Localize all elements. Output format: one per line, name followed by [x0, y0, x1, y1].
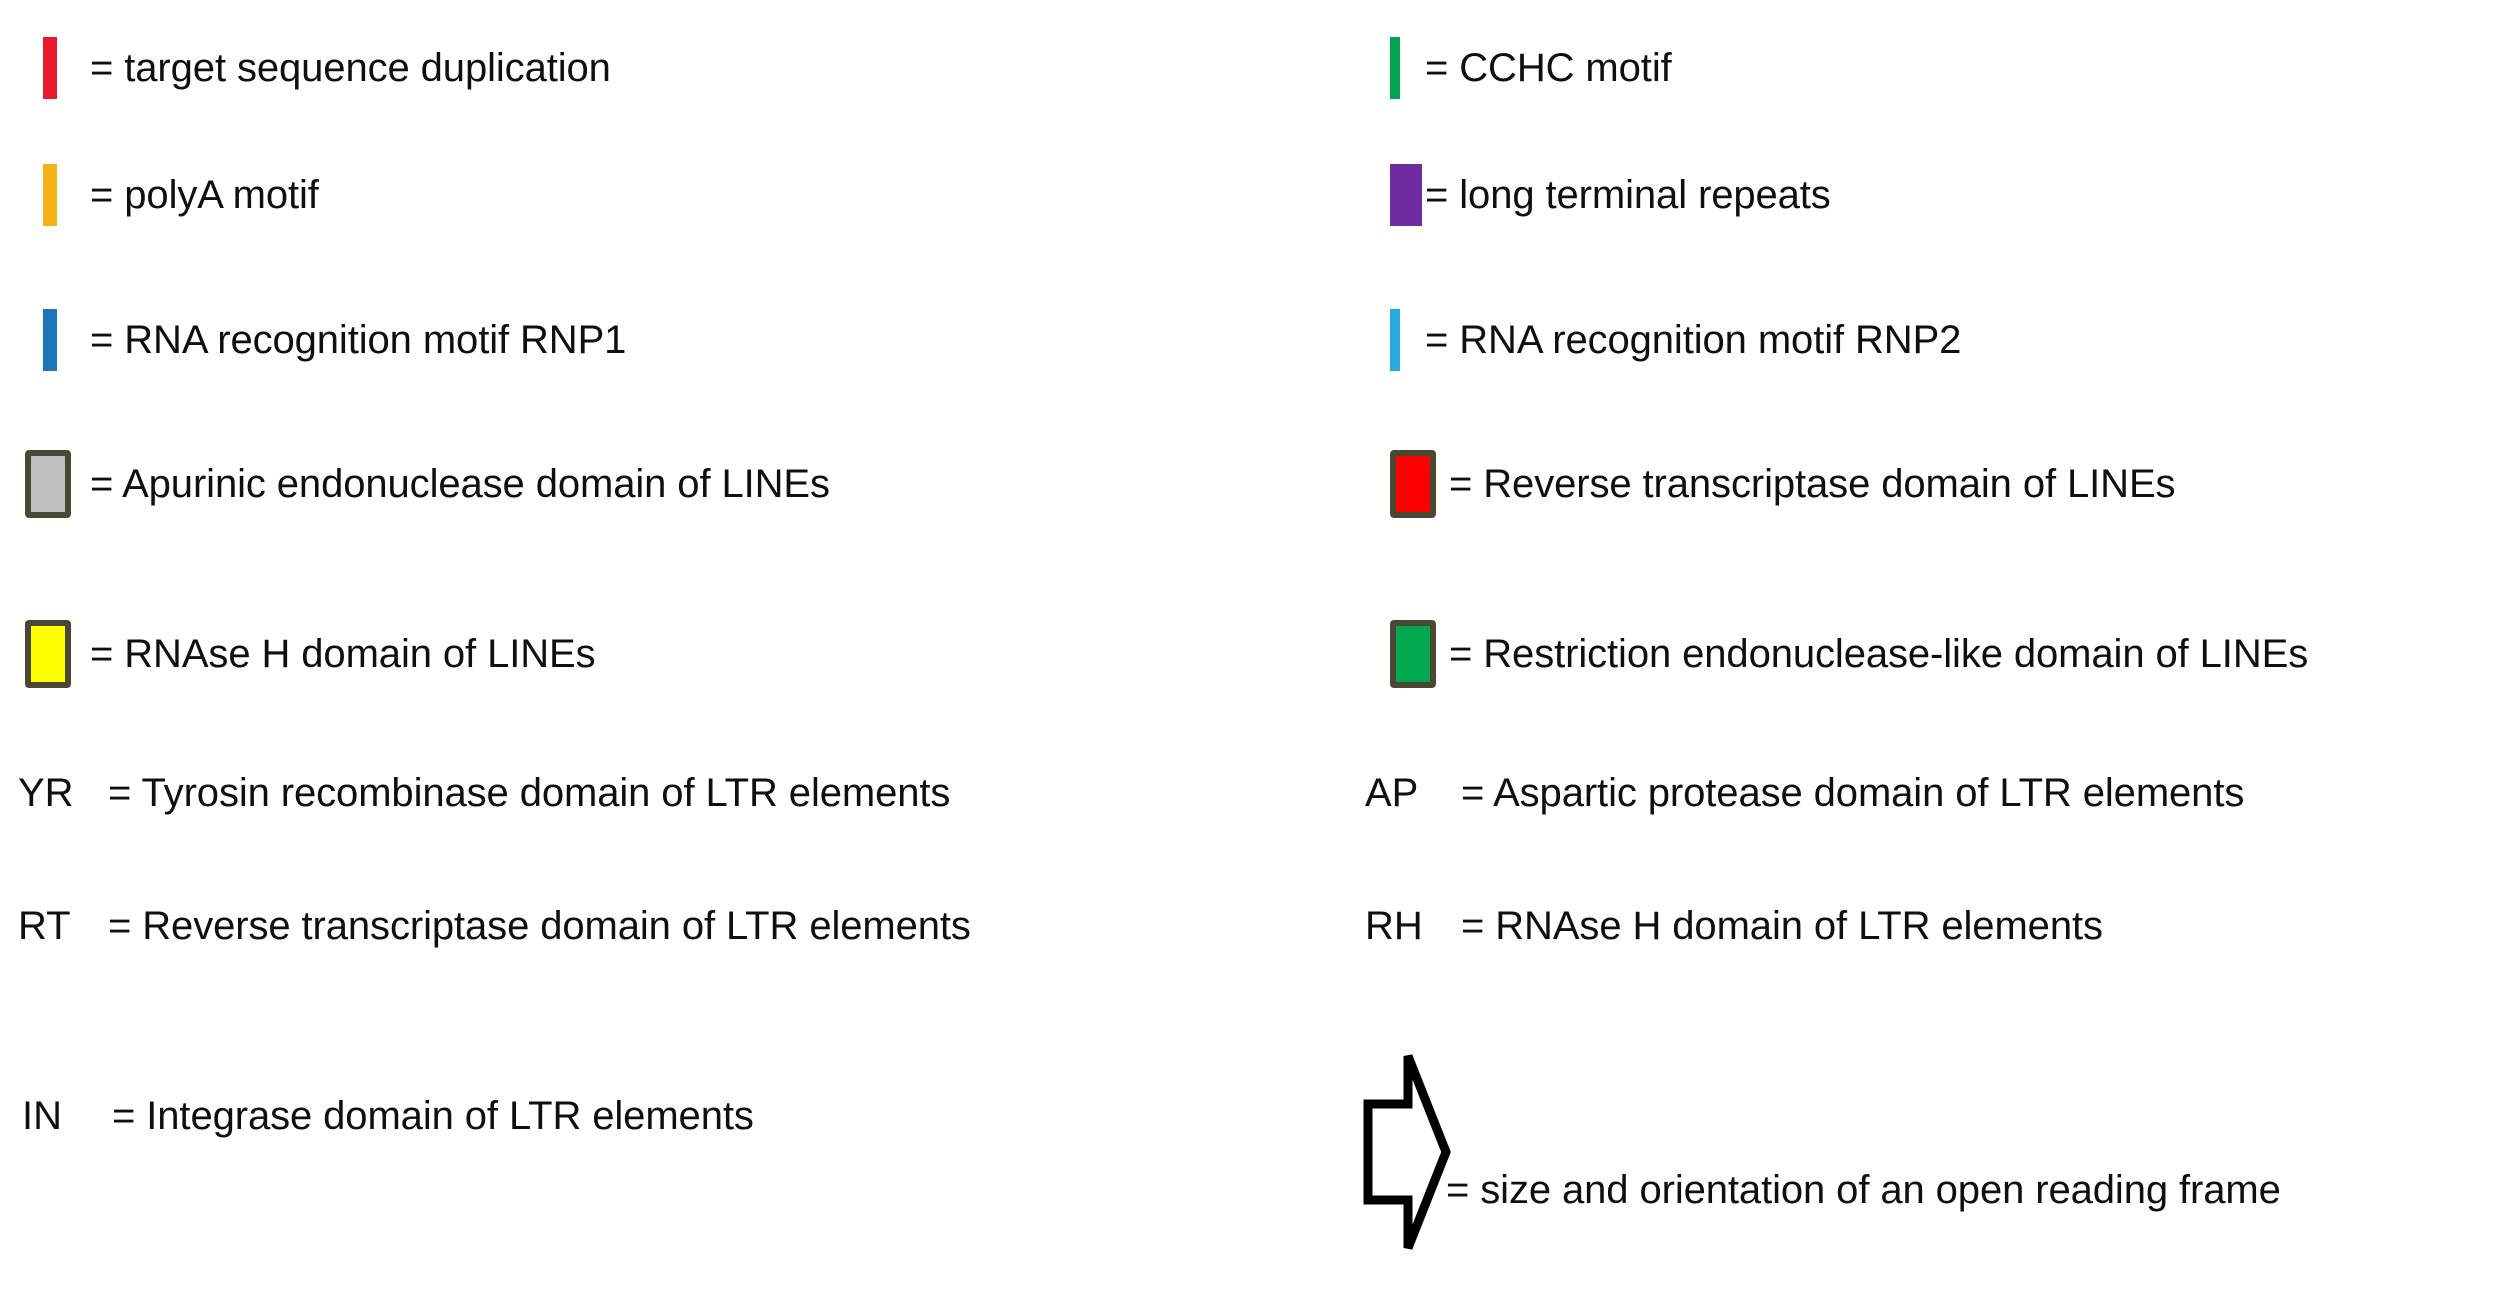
red-box-swatch: [1390, 450, 1436, 518]
open-reading-frame-arrow-icon: [1363, 1054, 1451, 1250]
legend-row-apurinic-endonuclease-domain-of-lines: = Apurinic endonuclease domain of LINEs: [0, 434, 830, 534]
purple-block-swatch: [1390, 164, 1422, 226]
legend-row-reverse-transcriptase-domain-of-lines: = Reverse transcriptase domain of LINEs: [1365, 434, 2176, 534]
legend-row-aspartic-protease-domain-of-ltr-elements: AP = Aspartic protease domain of LTR ele…: [1365, 773, 2244, 813]
cyan-bar-swatch: [1390, 309, 1400, 371]
abbreviation-rh: RH: [1365, 904, 1423, 948]
yellow-box-swatch: [25, 620, 71, 688]
legend-label: = Integrase domain of LTR elements: [112, 1094, 754, 1138]
legend-label: = CCHC motif: [1425, 46, 1672, 90]
legend-row-restriction-endonuclease-like-domain-of-lines: = Restriction endonuclease-like domain o…: [1365, 604, 2308, 704]
abbreviation-rt: RT: [18, 904, 71, 948]
legend-label: = Reverse transcriptase domain of LTR el…: [108, 904, 971, 948]
green-bar-swatch: [1390, 37, 1400, 99]
legend-row-reverse-transcriptase-domain-of-ltr-elements: RT = Reverse transcriptase domain of LTR…: [0, 906, 971, 946]
swatch-cell: [0, 604, 90, 704]
abbreviation-in: IN: [22, 1094, 62, 1138]
swatch-cell: [1350, 1054, 1451, 1250]
legend-row-open-reading-frame: = size and orientation of an open readin…: [1350, 1054, 2281, 1250]
abbreviation-ap: AP: [1365, 771, 1419, 815]
swatch-cell: [0, 290, 90, 390]
legend-label: = Aspartic protease domain of LTR elemen…: [1461, 771, 2245, 815]
swatch-cell: [1365, 434, 1449, 534]
legend-row-cchc-motif: = CCHC motif: [1365, 18, 1672, 118]
legend-label: = Tyrosin recombinase domain of LTR elem…: [108, 771, 951, 815]
red-bar-swatch: [43, 37, 57, 99]
legend-label: = Reverse transcriptase domain of LINEs: [1449, 462, 2176, 506]
green-box-swatch: [1390, 620, 1436, 688]
legend-label: = target sequence duplication: [90, 46, 611, 90]
legend-label: = polyA motif: [90, 173, 319, 217]
swatch-cell: [0, 145, 90, 245]
swatch-cell: [0, 434, 90, 534]
gray-box-swatch: [25, 450, 71, 518]
legend-row-rnase-h-domain-of-ltr-elements: RH = RNAse H domain of LTR elements: [1365, 906, 2103, 946]
legend-row-rna-recognition-motif-rnp1: = RNA recognition motif RNP1: [0, 290, 626, 390]
abbreviation-yr: YR: [18, 771, 74, 815]
legend-row-long-terminal-repeats: = long terminal repeats: [1365, 145, 1831, 245]
swatch-cell: [1365, 604, 1449, 704]
legend-label: = Restriction endonuclease-like domain o…: [1449, 632, 2309, 676]
amber-bar-swatch: [43, 164, 57, 226]
legend-label: = long terminal repeats: [1425, 173, 1831, 217]
legend-label: = RNAse H domain of LINEs: [90, 632, 596, 676]
legend-label: = Apurinic endonuclease domain of LINEs: [90, 462, 830, 506]
legend-row-integrase-domain-of-ltr-elements: IN = Integrase domain of LTR elements: [0, 1096, 754, 1136]
legend-row-polya-motif: = polyA motif: [0, 145, 319, 245]
legend-label: = RNAse H domain of LTR elements: [1461, 904, 2103, 948]
swatch-cell: [1365, 290, 1425, 390]
blue-bar-swatch: [43, 309, 57, 371]
swatch-cell: [1365, 145, 1425, 245]
legend-label: = size and orientation of an open readin…: [1446, 1168, 2281, 1212]
legend-label: = RNA recognition motif RNP1: [90, 318, 627, 362]
legend-row-rnase-h-domain-of-lines: = RNAse H domain of LINEs: [0, 604, 596, 704]
legend-row-target-sequence-duplication: = target sequence duplication: [0, 18, 611, 118]
swatch-cell: [1365, 18, 1425, 118]
legend-row-rna-recognition-motif-rnp2: = RNA recognition motif RNP2: [1365, 290, 1961, 390]
swatch-cell: [0, 18, 90, 118]
legend-label: = RNA recognition motif RNP2: [1425, 318, 1962, 362]
legend-row-tyrosin-recombinase-domain-of-ltr-elements: YR = Tyrosin recombinase domain of LTR e…: [0, 773, 950, 813]
